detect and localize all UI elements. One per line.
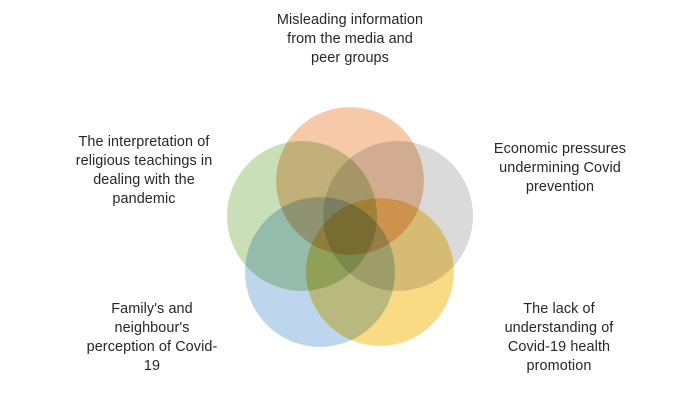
venn-circle-group (227, 104, 473, 349)
venn-circle-misleading-information (273, 104, 427, 258)
venn-label-misleading-information: Misleading information from the media an… (276, 12, 424, 67)
venn-label-religious-teachings: The interpretation of religious teaching… (75, 134, 213, 208)
venn-label-family-neighbour-perception: Family's and neighbour's perception of C… (86, 301, 218, 375)
venn-label-economic-pressures: Economic pressures undermining Covid pre… (493, 141, 627, 196)
venn-label-lack-of-understanding: The lack of understanding of Covid-19 he… (504, 301, 614, 375)
